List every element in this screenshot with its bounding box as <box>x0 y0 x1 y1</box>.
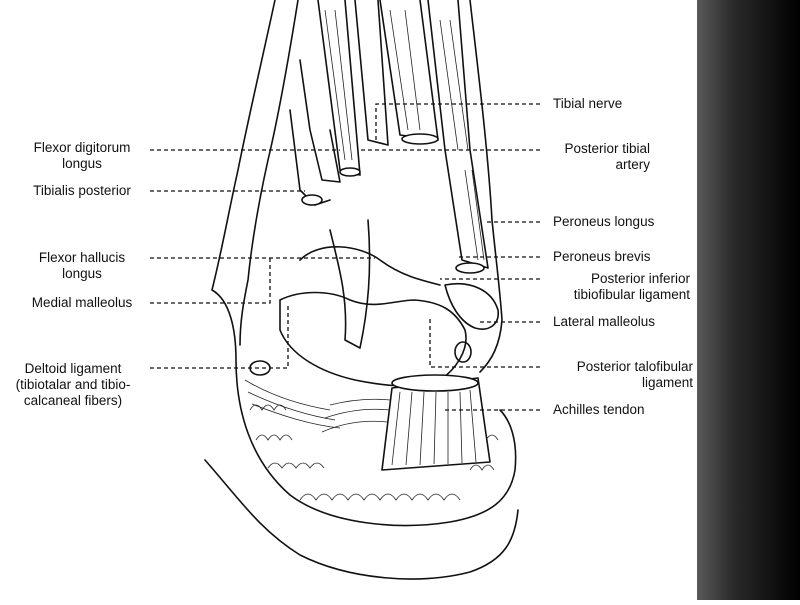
label-posterior-tibial-artery: Posterior tibial artery <box>564 141 650 172</box>
label-flexor-digitorum-longus: Flexor digitorum longus <box>33 140 131 171</box>
flexor-hallucis-tendon <box>329 219 371 349</box>
leader-deltoid <box>150 303 289 369</box>
achilles-tendon-shape <box>381 374 491 471</box>
label-medial-malleolus: Medial malleolus <box>31 295 133 310</box>
label-posterior-talofibular-ligament: Posterior talofibular ligament <box>576 359 693 390</box>
talus-shape <box>279 291 467 387</box>
deltoid-fibers <box>244 379 341 429</box>
fat-pad-base <box>299 493 461 501</box>
leader-medial-malleolus <box>150 258 271 304</box>
label-tibial-nerve: Tibial nerve <box>553 96 623 111</box>
tibia-shape <box>299 246 441 286</box>
tendon-bundle <box>289 0 489 269</box>
lateral-skin-edge <box>469 0 503 373</box>
label-flexor-hallucis-longus: Flexor hallucis longus <box>38 250 126 281</box>
leader-posterior-talofibular <box>429 318 540 368</box>
dark-side-panel <box>697 0 800 600</box>
heel-outer-skin <box>204 459 519 580</box>
label-peroneus-longus: Peroneus longus <box>553 214 655 229</box>
fat-pad-medial <box>249 404 325 469</box>
label-achilles-tendon: Achilles tendon <box>553 402 645 417</box>
label-deltoid-ligament: Deltoid ligament (tibiotalar and tibio- … <box>15 361 131 408</box>
lateral-malleolus-shape <box>444 283 499 330</box>
ankle-illustration <box>150 0 540 580</box>
label-posterior-inferior-tibiofibular-ligament: Posterior inferior tibiofibular ligament <box>573 271 690 302</box>
label-peroneus-brevis: Peroneus brevis <box>553 249 651 264</box>
leader-tibial-nerve <box>375 103 540 140</box>
label-lateral-malleolus: Lateral malleolus <box>553 314 656 329</box>
label-tibialis-posterior: Tibialis posterior <box>33 183 131 198</box>
medial-skin-edge <box>239 0 299 346</box>
heel-outline <box>211 0 517 527</box>
ankle-anatomy-diagram: Flexor digitorum longus Tibialis posteri… <box>15 0 693 580</box>
calcaneal-fibers <box>321 398 391 433</box>
tendon-cut-ends <box>249 133 485 376</box>
